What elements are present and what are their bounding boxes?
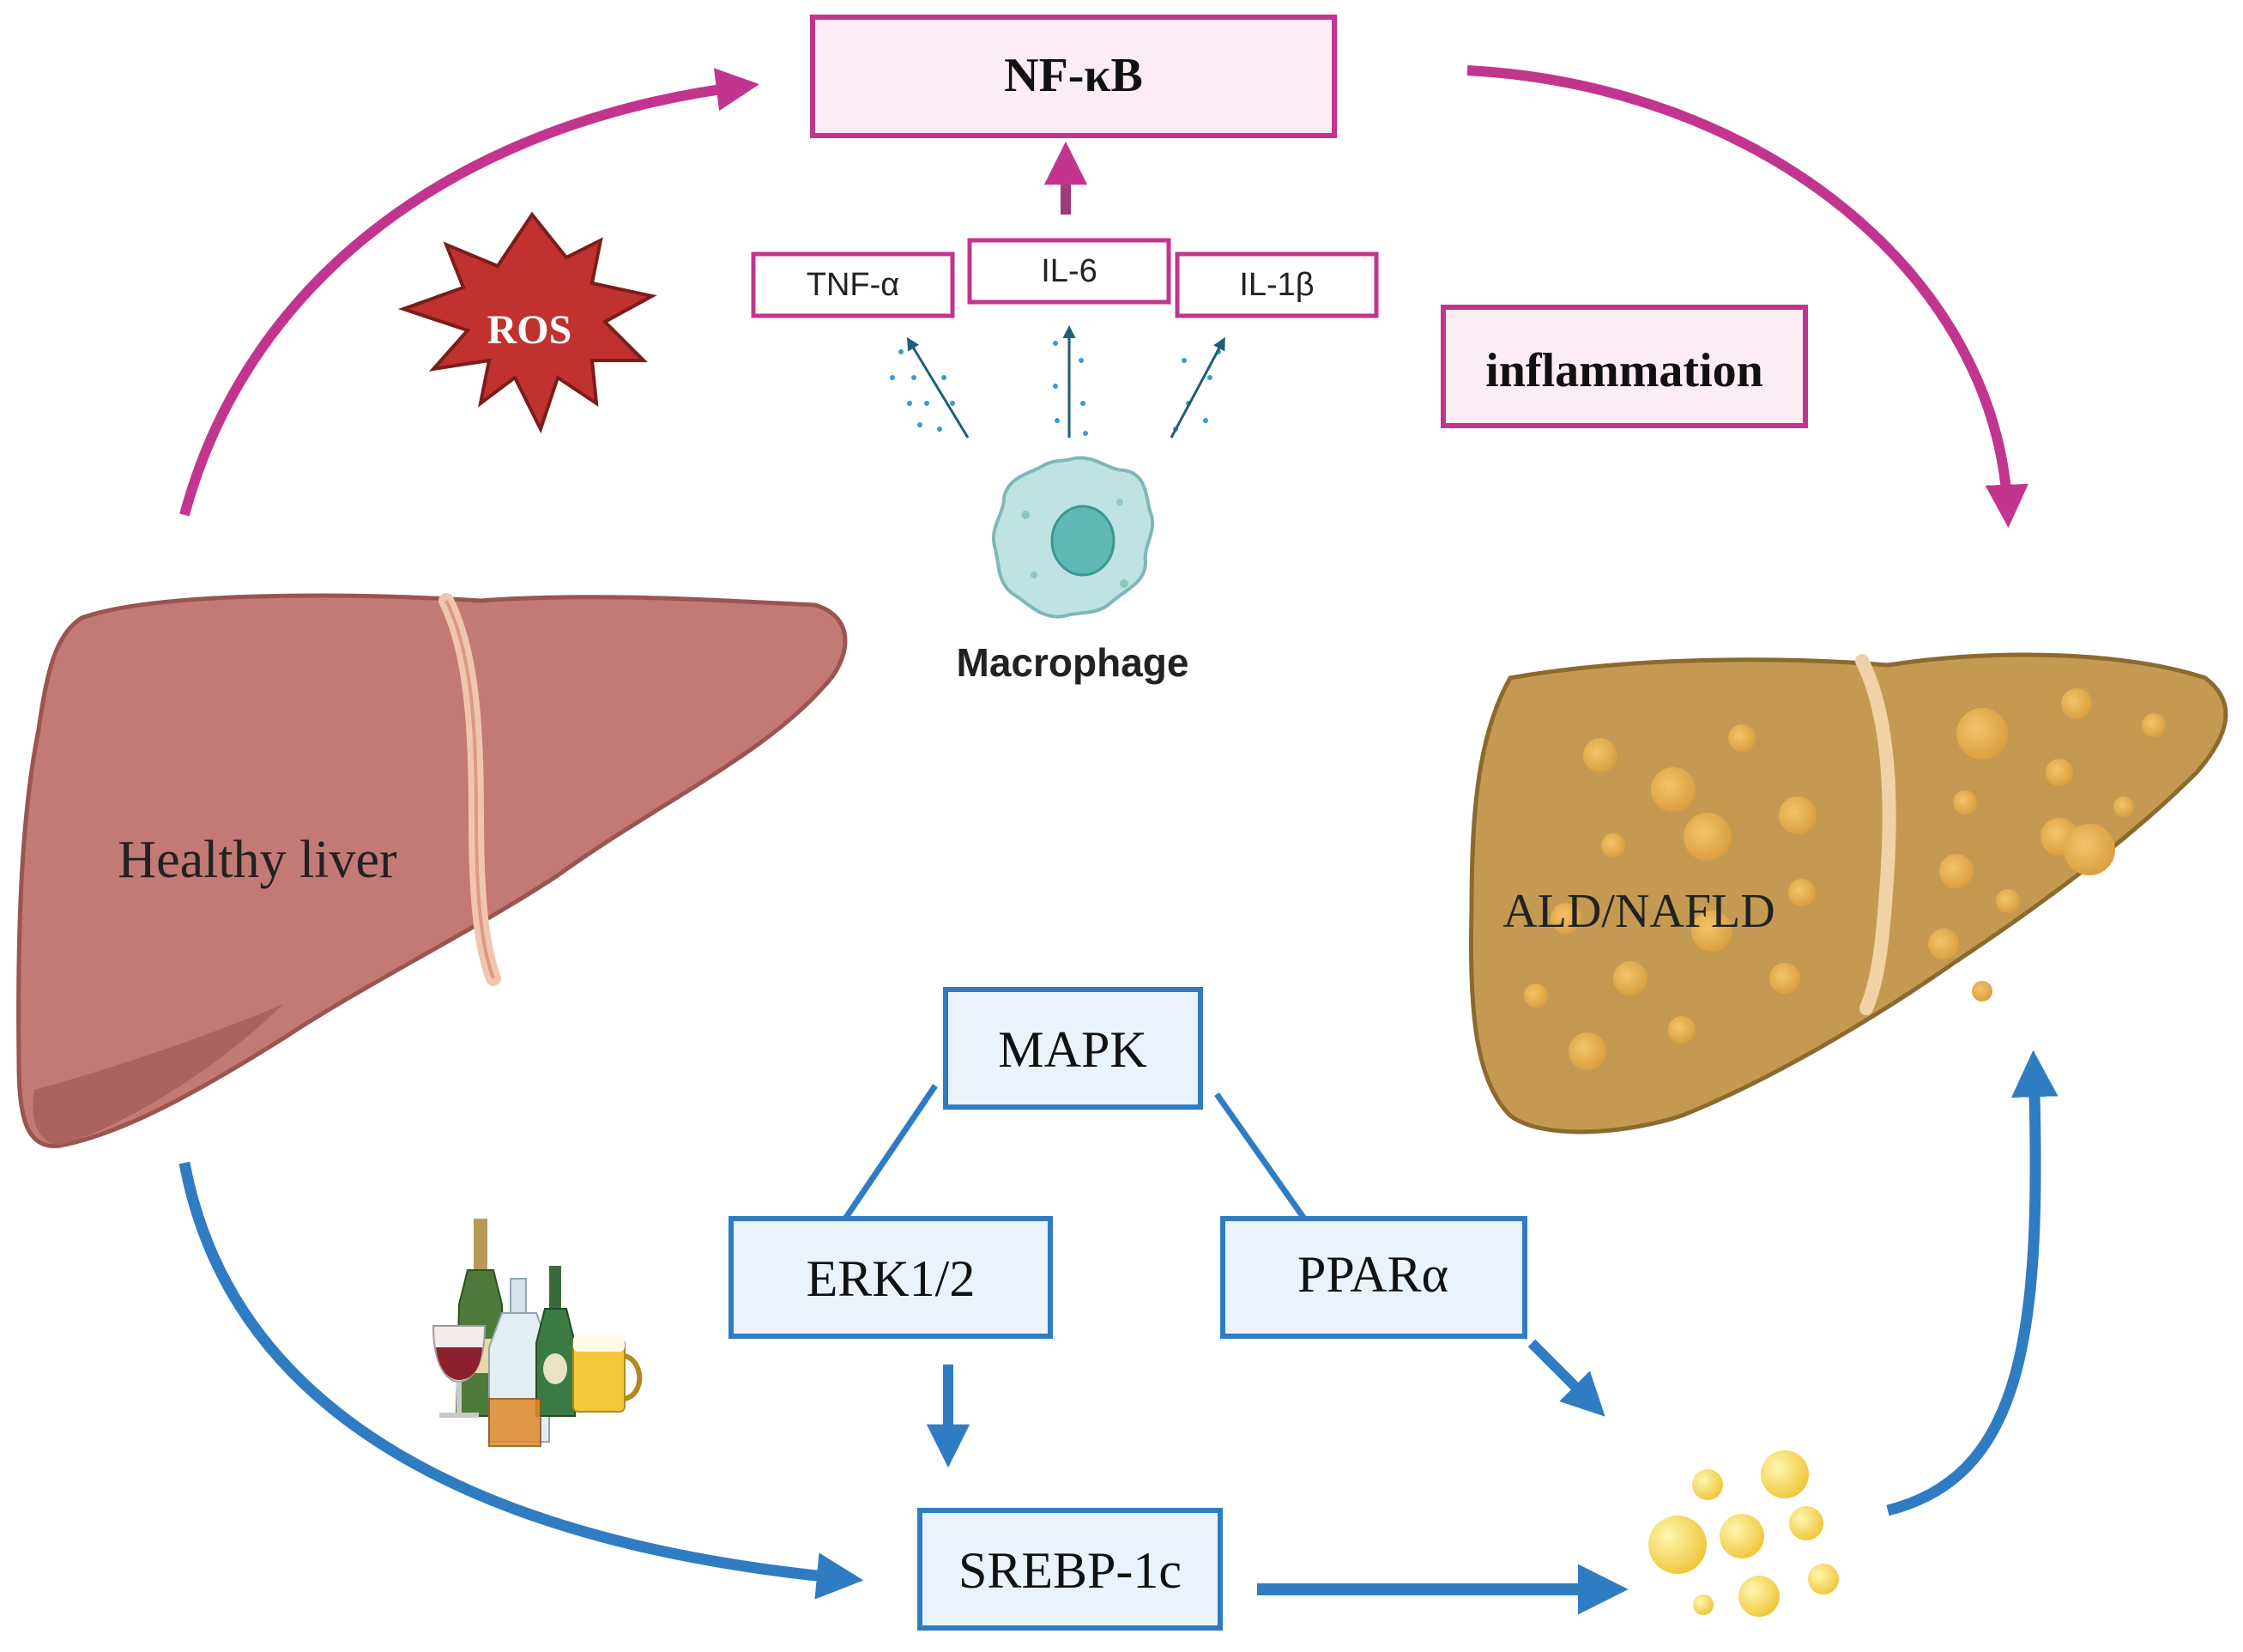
secretion-arrow-left: [906, 336, 970, 439]
ros-burst-icon: [397, 211, 657, 434]
macrophage-icon: [992, 456, 1155, 619]
mapk-label: MAPK: [998, 1021, 1146, 1078]
il1b-box: [1175, 251, 1379, 318]
nfkb-label: NF-κB: [1004, 49, 1143, 102]
arrow-nfkb-to-disease: [1466, 65, 2028, 529]
inflammation-label: inflammation: [1485, 344, 1763, 397]
srebp-label: SREBP-1c: [958, 1542, 1182, 1599]
arrow-healthy-to-nfkb: [179, 68, 760, 517]
mapk-box: [943, 987, 1203, 1110]
fatty-liver-icon: [1468, 652, 2228, 1135]
inflammation-box: [1441, 305, 1808, 428]
tnf-box: [751, 251, 955, 318]
healthy-liver-label: Healthy liver: [118, 831, 397, 889]
il6-box: [967, 238, 1171, 305]
disease-liver-label: ALD/NAFLD: [1502, 885, 1774, 938]
macrophage-label: Macrophage: [957, 640, 1189, 685]
ppar-box: [1220, 1216, 1527, 1339]
alcohol-bottles-icon: [432, 1219, 643, 1447]
line-mapk-to-ppar: [1214, 1092, 1307, 1221]
arrow-fat-to-disease: [1886, 1050, 2059, 1516]
fat-vacuoles: [1524, 688, 2166, 1070]
ros-label: ROS: [487, 307, 572, 353]
secretion-arrow-right: [1170, 336, 1225, 439]
il1b-label: IL-1β: [1239, 267, 1314, 303]
erk-label: ERK1/2: [807, 1250, 976, 1307]
line-mapk-to-erk: [843, 1084, 938, 1220]
srebp-box: [917, 1508, 1223, 1631]
cytokine-secretion-dots: [890, 341, 1221, 436]
arrow-healthy-to-srebp: [178, 1161, 864, 1600]
healthy-liver-icon: [16, 593, 848, 1148]
ppar-label: PPARα: [1297, 1246, 1448, 1303]
il6-label: IL-6: [1041, 253, 1097, 289]
tnf-label: TNF-α: [807, 267, 900, 303]
arrow-ppar-to-fat: [1527, 1339, 1605, 1417]
fat-droplets-icon: [1648, 1450, 1839, 1617]
nfkb-box: [810, 15, 1337, 138]
erk-box: [729, 1216, 1053, 1339]
